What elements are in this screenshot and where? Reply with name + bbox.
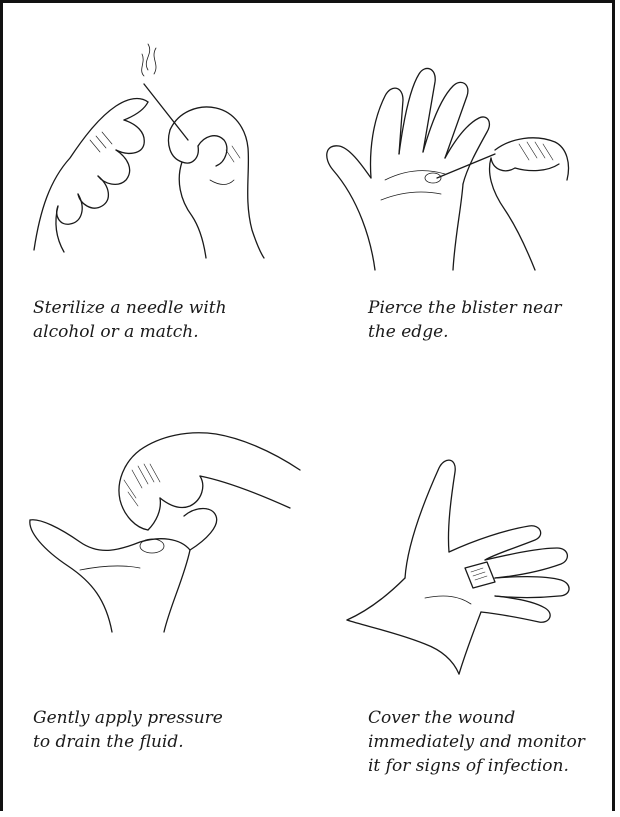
step-4-caption: Cover the wound immediately and monitor … <box>368 706 608 778</box>
step-2-illustration <box>315 60 575 280</box>
step-1-illustration <box>20 40 270 260</box>
step-4-illustration <box>335 448 585 678</box>
step-3-caption: Gently apply pressure to drain the fluid… <box>33 706 293 754</box>
step-1-caption: Sterilize a needle with alcohol or a mat… <box>33 296 283 344</box>
step-2-caption: Pierce the blister near the edge. <box>368 296 598 344</box>
step-3-illustration <box>20 410 310 640</box>
